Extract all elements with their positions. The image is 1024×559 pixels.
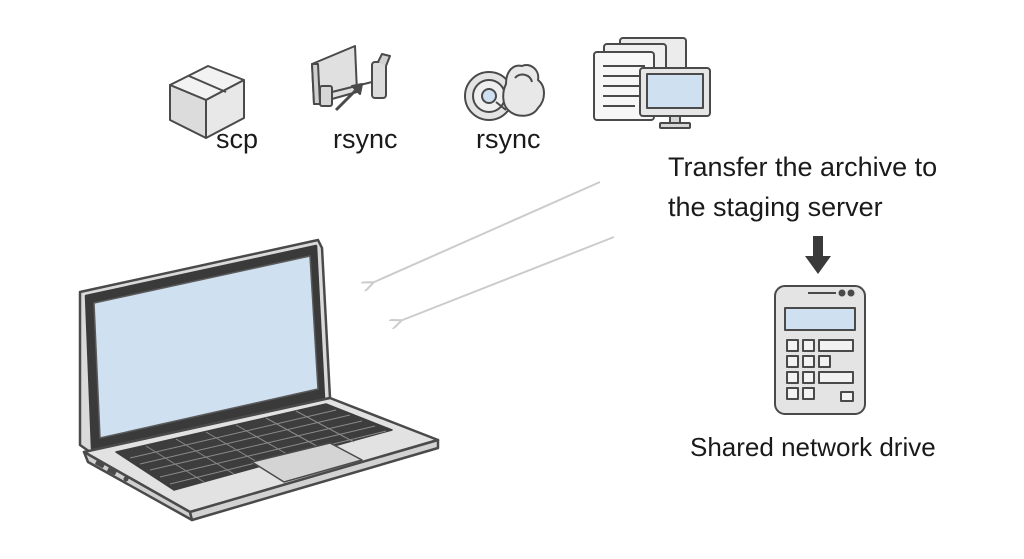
package-box-icon <box>169 65 245 139</box>
network-drive-icon <box>774 285 866 415</box>
network-drive-label: Shared network drive <box>690 432 936 462</box>
scp-label: scp <box>216 124 259 154</box>
transfer-arrows <box>372 181 615 321</box>
transfer-step-line-2: the staging server <box>668 192 883 222</box>
disc-sync-icon <box>464 64 545 121</box>
transfer-arrow <box>400 236 615 321</box>
transfer-step-line-1: Transfer the archive to <box>668 152 938 182</box>
server-documents-icon <box>593 37 711 129</box>
rsync-label-secondary: rsync <box>476 124 541 154</box>
laptop-icon <box>78 238 440 522</box>
arrow-down-icon <box>805 236 831 274</box>
sync-bracket-icon <box>311 45 391 112</box>
transfer-arrow <box>372 181 601 283</box>
transfer-step-caption: Transfer the archive to the staging serv… <box>668 147 1008 227</box>
rsync-label: rsync <box>333 124 398 154</box>
